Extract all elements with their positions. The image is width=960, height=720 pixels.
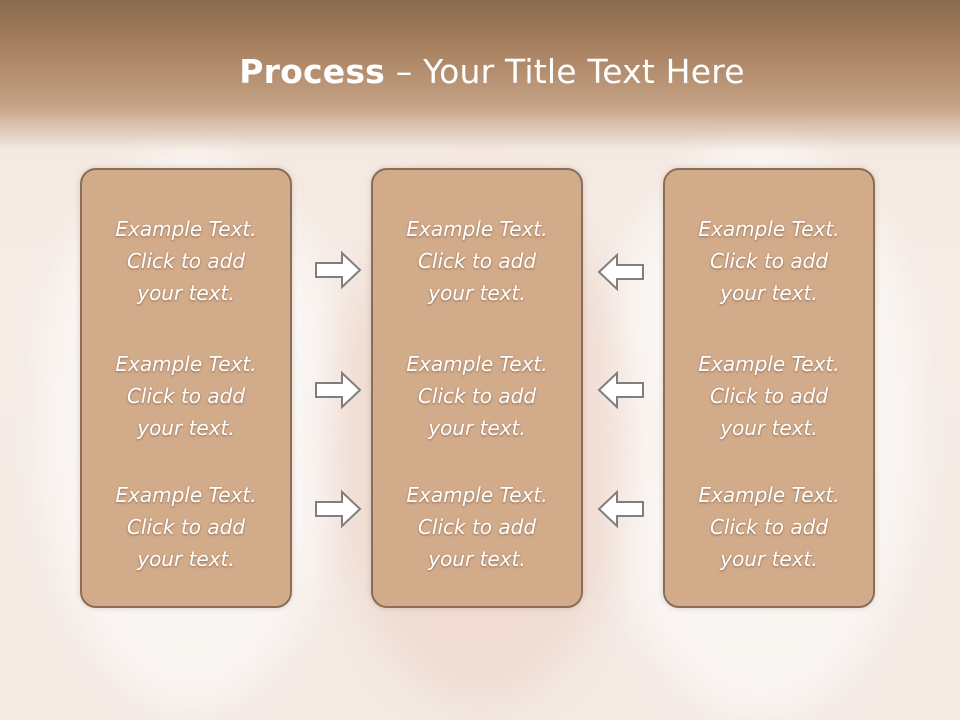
text-line: Example Text. bbox=[115, 352, 257, 376]
text-line: Example Text. bbox=[698, 483, 840, 507]
right-arrow-icon bbox=[315, 489, 362, 529]
title-rest: – Your Title Text Here bbox=[385, 52, 745, 91]
process-box-right[interactable]: Example Text. Click to add your text. Ex… bbox=[663, 168, 875, 608]
text-line: your text. bbox=[428, 547, 526, 571]
text-line: your text. bbox=[720, 416, 818, 440]
title-band bbox=[0, 0, 960, 150]
text-block[interactable]: Example Text. Click to add your text. bbox=[373, 479, 581, 575]
text-line: Click to add bbox=[709, 384, 829, 408]
text-line: Click to add bbox=[126, 249, 246, 273]
text-line: Click to add bbox=[126, 515, 246, 539]
text-line: your text. bbox=[428, 281, 526, 305]
left-arrow-icon bbox=[597, 489, 644, 529]
text-line: Example Text. bbox=[406, 217, 548, 241]
text-line: Click to add bbox=[417, 515, 537, 539]
text-line: your text. bbox=[720, 547, 818, 571]
text-block[interactable]: Example Text. Click to add your text. bbox=[665, 479, 873, 575]
text-line: Click to add bbox=[709, 249, 829, 273]
right-arrow-icon bbox=[315, 370, 362, 410]
text-line: Example Text. bbox=[698, 352, 840, 376]
text-block[interactable]: Example Text. Click to add your text. bbox=[373, 213, 581, 309]
text-line: Example Text. bbox=[406, 483, 548, 507]
process-box-center[interactable]: Example Text. Click to add your text. Ex… bbox=[371, 168, 583, 608]
text-line: Click to add bbox=[709, 515, 829, 539]
right-arrow-icon bbox=[315, 250, 362, 290]
text-line: your text. bbox=[137, 416, 235, 440]
text-line: Example Text. bbox=[115, 483, 257, 507]
text-line: your text. bbox=[137, 281, 235, 305]
text-block[interactable]: Example Text. Click to add your text. bbox=[373, 348, 581, 444]
text-block[interactable]: Example Text. Click to add your text. bbox=[665, 348, 873, 444]
text-line: your text. bbox=[720, 281, 818, 305]
left-arrow-icon bbox=[597, 370, 644, 410]
process-box-left[interactable]: Example Text. Click to add your text. Ex… bbox=[80, 168, 292, 608]
left-arrow-icon bbox=[597, 252, 644, 292]
text-line: your text. bbox=[137, 547, 235, 571]
text-line: Click to add bbox=[417, 384, 537, 408]
text-line: Example Text. bbox=[406, 352, 548, 376]
text-block[interactable]: Example Text. Click to add your text. bbox=[82, 479, 290, 575]
text-block[interactable]: Example Text. Click to add your text. bbox=[82, 348, 290, 444]
title-bold: Process bbox=[239, 52, 386, 91]
slide-title[interactable]: Process – Your Title Text Here bbox=[0, 52, 960, 91]
text-line: Example Text. bbox=[698, 217, 840, 241]
text-line: Click to add bbox=[417, 249, 537, 273]
text-line: your text. bbox=[428, 416, 526, 440]
text-line: Example Text. bbox=[115, 217, 257, 241]
text-line: Click to add bbox=[126, 384, 246, 408]
text-block[interactable]: Example Text. Click to add your text. bbox=[82, 213, 290, 309]
text-block[interactable]: Example Text. Click to add your text. bbox=[665, 213, 873, 309]
